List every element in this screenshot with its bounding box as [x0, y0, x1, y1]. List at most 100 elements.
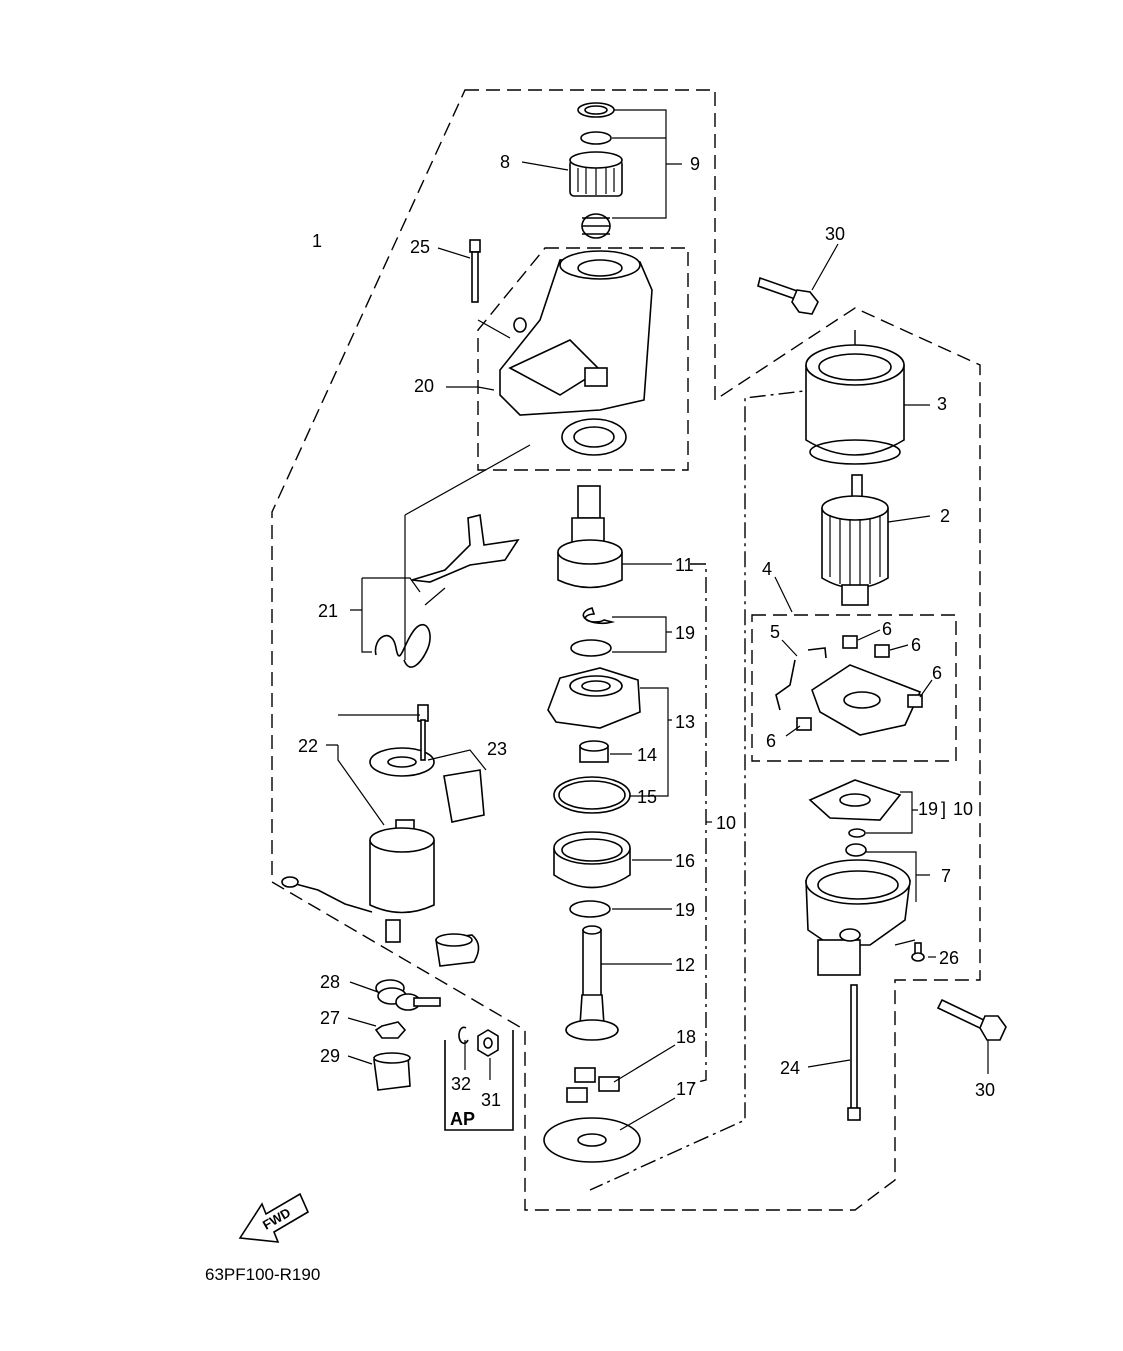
part-4-brush-holder: [796, 635, 923, 736]
callout-1: 1: [312, 231, 322, 251]
group-outline-20: [477, 247, 689, 471]
leader-21-b: [424, 587, 446, 606]
callout-20: 20: [414, 376, 434, 396]
callout-2: 2: [940, 506, 950, 526]
part-11-clutch-shaft: [557, 485, 623, 589]
part-30-bolt-top: [757, 276, 819, 315]
callout-8: 8: [500, 152, 510, 172]
callout-19-right: 19: [918, 799, 938, 819]
callout-28: 28: [320, 972, 340, 992]
leader-8: [521, 161, 569, 171]
part-27-nut: [374, 1021, 407, 1039]
group-outline-ap: [444, 1030, 514, 1131]
callout-23: 23: [487, 739, 507, 759]
part-12-planet-shaft: [565, 925, 619, 1041]
group-outline-1: [271, 89, 981, 1211]
callout-7: 7: [941, 866, 951, 886]
part-18-planet-gears: [566, 1067, 620, 1103]
part-20-bushing: [561, 418, 627, 456]
callout-17: 17: [676, 1079, 696, 1099]
callout-22: 22: [298, 736, 318, 756]
part-32-lock-washer: [458, 1026, 469, 1045]
part-3-yoke: [805, 344, 905, 465]
part-21-spring: [374, 623, 431, 668]
callout-21: 21: [318, 601, 338, 621]
part-15-o-ring: [553, 776, 631, 814]
part-7-rear-cover: [805, 859, 911, 976]
callout-3: 3: [937, 394, 947, 414]
leader-6d: [785, 725, 801, 737]
part-13-center-bracket: [547, 667, 641, 729]
leader-29: [347, 1055, 373, 1065]
part-29-cap: [373, 1052, 411, 1091]
part-23-cap: [435, 933, 480, 967]
group-outline-4: [751, 614, 957, 762]
leader-2: [887, 515, 931, 523]
leader-4: [774, 576, 793, 613]
callout-10a: 10: [953, 799, 973, 819]
callout-24: 24: [780, 1058, 800, 1078]
part-31-nut: [477, 1029, 499, 1057]
callout-29: 29: [320, 1046, 340, 1066]
callout-18: 18: [676, 1027, 696, 1047]
leader-7: [866, 851, 930, 902]
leader-28: [349, 981, 379, 993]
sub-kit-label: AP: [450, 1109, 475, 1129]
part-7-bushing: [845, 843, 867, 857]
leader-22: [326, 714, 420, 826]
leader-6b: [889, 644, 909, 651]
leader-25-to-housing: [477, 319, 511, 339]
leader-21: [350, 577, 421, 653]
callout-30a: 30: [825, 224, 845, 244]
callout-25: 25: [410, 237, 430, 257]
part-19-e-clip: [582, 607, 616, 625]
callout-6b: 6: [911, 635, 921, 655]
part-19-brush-plate: [808, 779, 902, 821]
part-22-terminal: [281, 876, 299, 888]
part-22-solenoid-plate: [369, 704, 435, 777]
part-14-bushing: [579, 740, 609, 763]
part-23-boot: [443, 769, 485, 823]
part-22-lead-wire: [291, 882, 373, 913]
leader-13: [630, 687, 672, 797]
part-19-washer: [848, 828, 866, 838]
leader-6c: [919, 679, 933, 698]
leader-25: [437, 247, 471, 259]
group-outline-10: [589, 330, 856, 1191]
link-line-housing: [404, 444, 531, 516]
bracket-26: [894, 939, 916, 946]
leader-18: [613, 1044, 676, 1083]
callout-6c: 6: [932, 663, 942, 683]
callout-10-right-bracket: ]: [941, 799, 946, 819]
leader-19-right: [866, 791, 918, 834]
part-21-shift-lever: [411, 514, 520, 583]
callout-6a: 6: [882, 619, 892, 639]
part-9-ring-top: [577, 102, 615, 118]
leader-9: [612, 109, 682, 219]
callout-16: 16: [675, 851, 695, 871]
part-25-through-bolt: [469, 239, 481, 303]
callout-19b: 19: [675, 900, 695, 920]
leader-30-top: [811, 243, 839, 291]
callout-14: 14: [637, 745, 657, 765]
leader-27: [347, 1017, 377, 1027]
leader-20: [446, 386, 495, 391]
part-16-internal-gear: [553, 831, 631, 889]
part-9-spring: [581, 213, 611, 239]
callout-26: 26: [939, 948, 959, 968]
fwd-arrow-icon: [238, 1192, 310, 1243]
part-24-through-bolt: [847, 984, 861, 1121]
part-5-brush-spring: [775, 647, 827, 711]
part-8-pinion-gear: [569, 151, 623, 197]
leader-17: [619, 1097, 676, 1131]
part-20-front-housing: [499, 250, 653, 416]
callout-32: 32: [451, 1074, 471, 1094]
callout-19a: 19: [675, 623, 695, 643]
callout-12: 12: [675, 955, 695, 975]
part-19-washer-center: [570, 639, 612, 657]
part-19-washer-lower: [569, 900, 611, 918]
part-30-bolt-bottom: [936, 998, 1007, 1041]
callout-15: 15: [637, 787, 657, 807]
callout-5: 5: [770, 622, 780, 642]
